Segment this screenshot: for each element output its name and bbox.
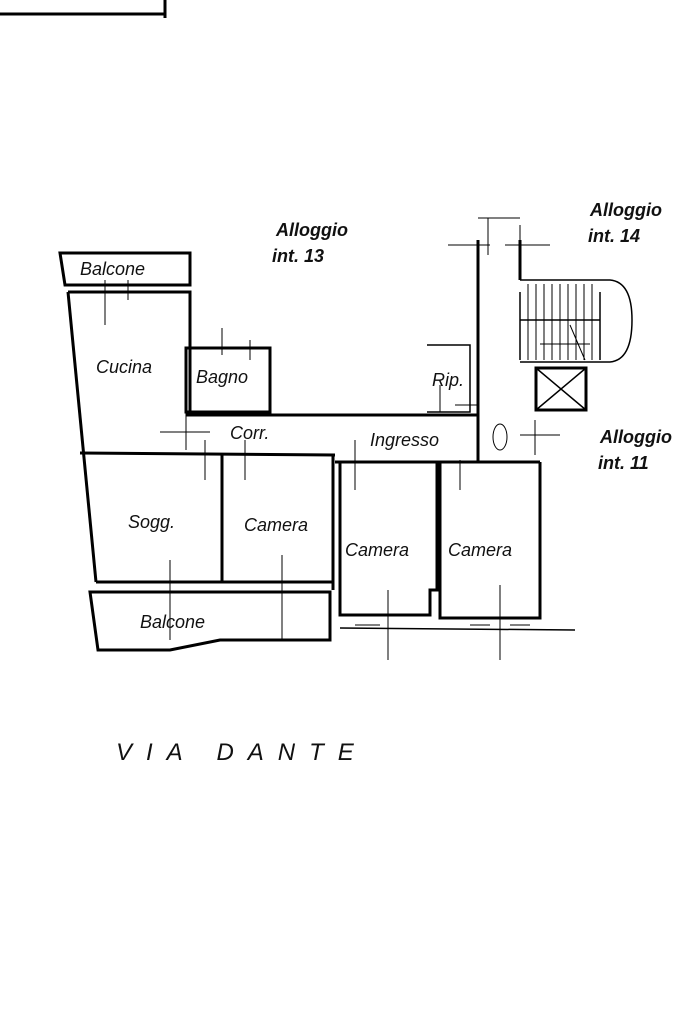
label-camera-3: Camera [448,540,512,560]
label-balcone-top: Balcone [80,259,145,279]
staircase [519,279,633,412]
label-bagno: Bagno [196,367,248,387]
label-balcone-bottom: Balcone [140,612,205,632]
label-cucina: Cucina [96,357,152,377]
label-camera-1: Camera [244,515,308,535]
top-left-frame-fragment [0,0,167,18]
label-alloggio-14-name: Alloggio [589,200,662,220]
apartment-walls [58,240,576,652]
label-alloggio-13-int: int. 13 [272,246,324,266]
label-alloggio-11-int: int. 11 [598,453,649,473]
label-rip: Rip. [432,370,464,390]
label-corr: Corr. [230,423,269,443]
label-alloggio-14-int: int. 14 [588,226,640,246]
label-camera-2: Camera [345,540,409,560]
label-alloggio-11-name: Alloggio [599,427,672,447]
street-name: VIA DANTE [116,739,368,766]
label-ingresso: Ingresso [370,430,439,450]
label-sogg: Sogg. [128,512,175,532]
dimension-marks [104,217,560,660]
label-alloggio-13-name: Alloggio [275,220,348,240]
